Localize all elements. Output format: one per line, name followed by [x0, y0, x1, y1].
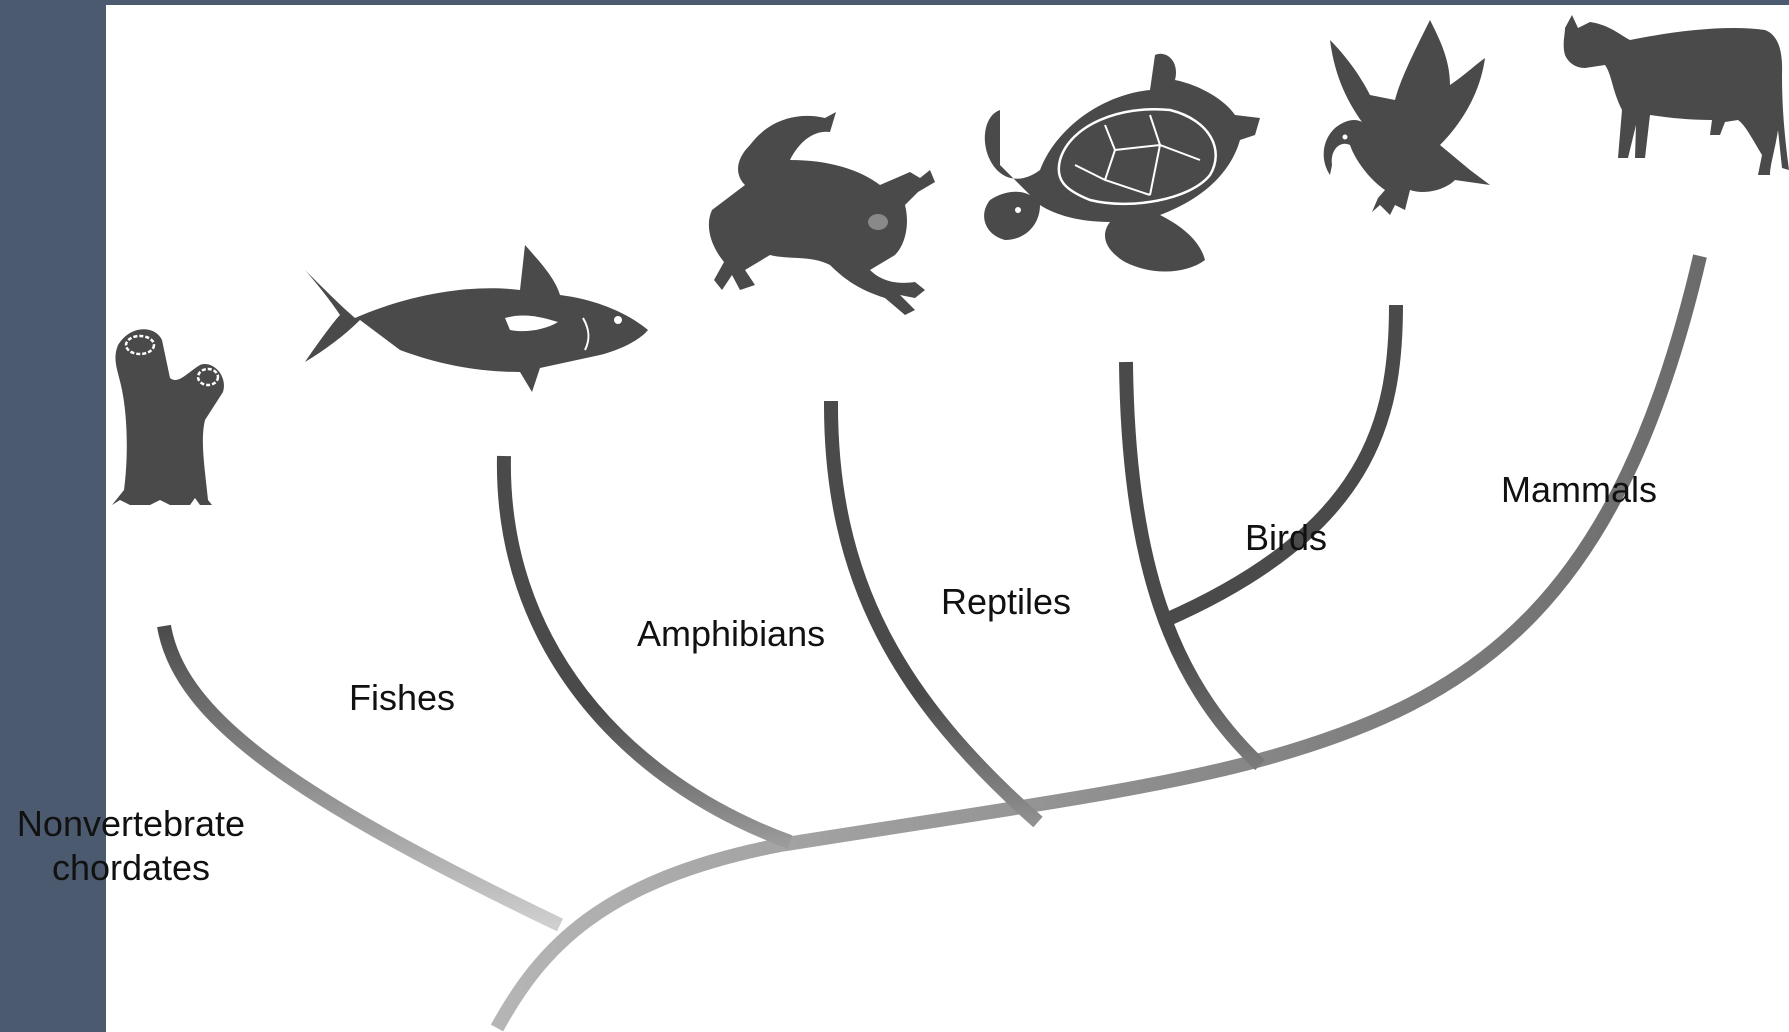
label-birds: Birds	[1245, 516, 1327, 560]
bird-icon	[1324, 20, 1490, 215]
label-mammals: Mammals	[1501, 468, 1657, 512]
label-reptiles: Reptiles	[941, 580, 1071, 624]
label-amphibians: Amphibians	[637, 612, 825, 656]
tunicate-icon	[112, 329, 224, 505]
frog-icon	[709, 112, 935, 315]
label-fishes: Fishes	[349, 676, 455, 720]
tuna-fish-icon	[305, 245, 648, 392]
label-nonvertebrate-chordates: Nonvertebrate chordates	[13, 802, 249, 890]
sea-turtle-icon	[984, 54, 1260, 272]
cow-icon	[1564, 15, 1789, 175]
label-nonvertebrate-chordates-text: Nonvertebrate chordates	[17, 803, 245, 888]
branch-reptiles	[1126, 362, 1260, 765]
branch-birds	[1166, 305, 1396, 620]
